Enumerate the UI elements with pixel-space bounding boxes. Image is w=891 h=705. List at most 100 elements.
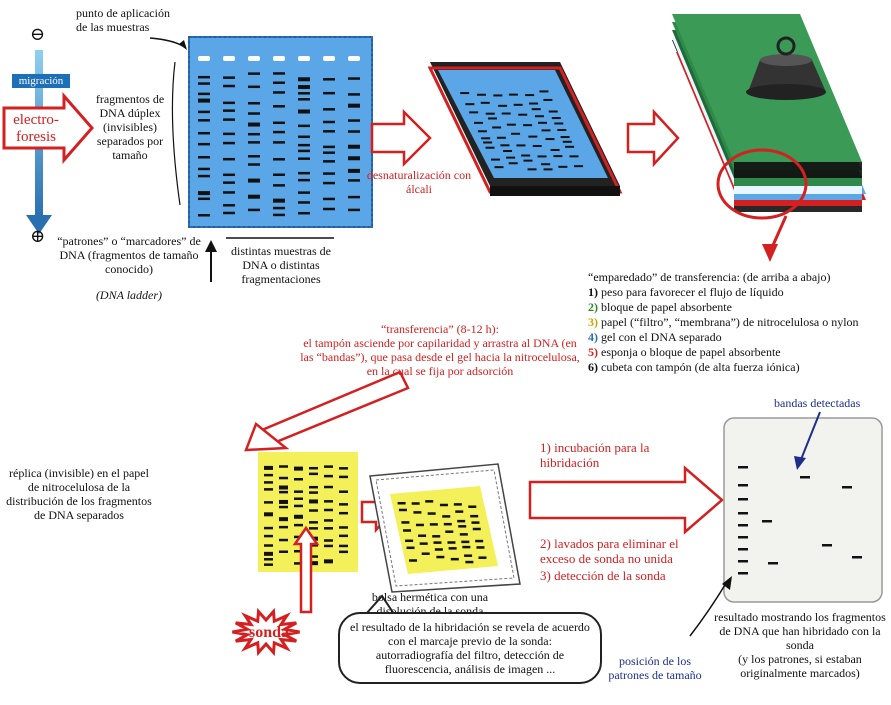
band: [415, 523, 424, 527]
replica-membrane: [258, 452, 358, 572]
band: [309, 561, 318, 566]
band: [418, 534, 427, 537]
band: [485, 146, 495, 149]
band: [309, 555, 318, 558]
band: [273, 130, 285, 134]
sandwich-item-number: 6): [588, 360, 601, 374]
band: [198, 155, 210, 159]
band: [248, 112, 260, 115]
band: [223, 173, 235, 177]
band: [405, 539, 414, 543]
band: [309, 466, 318, 470]
band: [298, 98, 310, 101]
band: [298, 143, 310, 147]
band: [323, 181, 335, 185]
band: [539, 90, 549, 93]
band: [513, 103, 523, 106]
band: [508, 162, 518, 165]
band: [273, 81, 285, 84]
band: [442, 515, 451, 518]
band: [264, 526, 273, 530]
band: [273, 72, 285, 75]
denatured-gel: [427, 62, 623, 196]
band: [348, 77, 360, 80]
arrow-to-sandwich: [626, 108, 680, 168]
band: [294, 477, 303, 481]
band: [198, 119, 210, 122]
band: [323, 207, 335, 211]
band: [450, 557, 459, 561]
band: [273, 91, 285, 94]
band: [298, 109, 310, 114]
band: [842, 486, 852, 489]
band: [537, 121, 547, 124]
band: [494, 166, 504, 169]
band: [462, 545, 471, 549]
band: [348, 144, 360, 149]
sandwich-item-text: cubeta con tampón (de alta fuerza iónica…: [601, 360, 800, 374]
sandwich-item-text: peso para favorecer el flujo de líquido: [601, 285, 784, 299]
band: [309, 491, 318, 494]
band: [198, 92, 210, 96]
plus-electrode: ⊕: [30, 226, 46, 246]
band: [478, 556, 487, 559]
band: [506, 156, 516, 159]
band: [553, 155, 563, 158]
band: [508, 93, 518, 96]
band: [433, 541, 442, 544]
band: [298, 135, 310, 139]
band: [348, 93, 360, 96]
band: [248, 178, 260, 183]
band: [537, 155, 547, 158]
sandwich-item-text: papel (“filtro”, “membrana”) de nitrocel…: [601, 315, 859, 329]
band: [525, 94, 535, 97]
band: [248, 141, 260, 144]
band: [397, 501, 406, 505]
sandwich-item: 1) peso para favorecer el flujo de líqui…: [588, 285, 888, 300]
band: [339, 511, 348, 515]
band: [324, 508, 333, 512]
band: [279, 517, 288, 522]
gel-well: [223, 56, 235, 61]
result-film: [723, 417, 883, 603]
band: [461, 540, 470, 544]
band: [223, 141, 235, 145]
band: [469, 111, 479, 114]
step-3: 3) detección de la sonda: [540, 568, 666, 583]
band: [472, 527, 481, 531]
band: [475, 539, 484, 543]
band: [273, 121, 285, 125]
band: [500, 144, 510, 147]
band: [323, 197, 335, 201]
band: [223, 118, 235, 121]
band: [534, 115, 544, 118]
band: [459, 533, 468, 536]
minus-electrode: ⊖: [30, 24, 46, 44]
band: [565, 145, 575, 148]
band: [264, 481, 273, 484]
band: [298, 77, 310, 82]
band: [198, 98, 210, 103]
band: [496, 136, 506, 139]
band: [448, 547, 457, 550]
band: [434, 548, 443, 551]
band: [453, 503, 462, 506]
step-1: 1) incubación para la hibridación: [540, 440, 650, 470]
band: [294, 497, 303, 500]
band: [324, 544, 333, 548]
band: [294, 504, 303, 508]
sandwich-item: 3) papel (“filtro”, “membrana”) de nitro…: [588, 315, 888, 330]
band: [529, 102, 539, 105]
arrow-to-result: [528, 465, 724, 535]
band: [574, 165, 584, 168]
marker-position-label: posición de los patrones de tamaño: [608, 654, 702, 682]
band: [485, 112, 495, 115]
band: [198, 191, 210, 196]
band: [294, 514, 303, 519]
band: [738, 484, 748, 487]
band: [401, 521, 410, 524]
band: [476, 93, 486, 96]
band: [527, 168, 537, 171]
band: [516, 144, 526, 147]
band: [348, 156, 360, 161]
